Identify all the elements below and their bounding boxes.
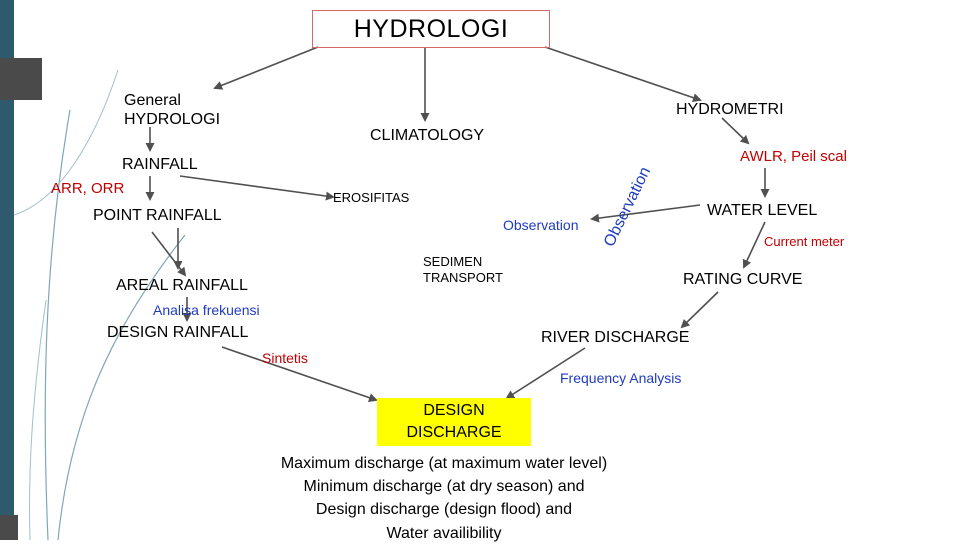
arrow-river-to-discharge: [505, 347, 586, 400]
node-design-discharge-line2: DISCHARGE: [406, 424, 502, 441]
node-point-rainfall: POINT RAINFALL: [93, 207, 222, 224]
corner-tab-top: [0, 58, 42, 100]
note-line-2: Minimum discharge (at dry season) and: [303, 478, 585, 496]
node-awlr: AWLR, Peil scal: [740, 148, 847, 165]
node-current-meter: Current meter: [764, 234, 845, 249]
arrow-waterlevel-to-rating: [742, 221, 766, 269]
node-river-discharge: RIVER DISCHARGE: [541, 329, 690, 346]
discharge-notes: Maximum discharge (at maximum water leve…: [246, 452, 642, 545]
node-rating-curve: RATING CURVE: [683, 271, 803, 288]
node-design-rainfall: DESIGN RAINFALL: [107, 324, 249, 341]
node-sedimen-line1: SEDIMEN: [423, 254, 483, 269]
node-arr-orr: ARR, ORR: [51, 180, 125, 197]
node-general-hydrologi-line2: HYDROLOGI: [124, 111, 221, 129]
node-design-discharge: DESIGN DISCHARGE: [377, 398, 531, 446]
arrow-title-to-general: [213, 46, 319, 90]
note-line-4: Water availibility: [386, 524, 502, 542]
corner-tab-bottom: [0, 515, 18, 540]
node-general-hydrologi-line1: General: [124, 92, 181, 109]
arrow-design-to-discharge: [221, 346, 378, 402]
node-water-level: WATER LEVEL: [707, 202, 818, 219]
arrow-title-to-hydrometri: [544, 46, 702, 102]
arrow-waterlevel-to-observation: [590, 204, 701, 223]
note-line-3: Design discharge (design flood) and: [315, 501, 573, 519]
left-accent-bar: [0, 0, 14, 540]
arrow-hydrometri-to-awlr: [721, 117, 750, 145]
node-rainfall: RAINFALL: [122, 156, 198, 173]
arrow-rainfall-to-erosifitas: [179, 175, 335, 201]
page-title: HYDROLOGI: [312, 10, 550, 48]
node-observation: Observation: [503, 217, 579, 233]
note-line-1: Maximum discharge (at maximum water leve…: [280, 455, 608, 472]
node-hydrometri: HYDROMETRI: [676, 101, 784, 118]
node-areal-rainfall: AREAL RAINFALL: [116, 277, 248, 294]
node-climatology: CLIMATOLOGY: [370, 127, 485, 144]
node-design-discharge-line1: DESIGN: [423, 401, 485, 419]
node-frequency-analysis: Frequency Analysis: [560, 370, 682, 386]
arrow-point-to-areal-curve: [151, 231, 187, 277]
node-sedimen-line2: TRANSPORT: [423, 269, 503, 285]
node-sedimen-transport: SEDIMEN TRANSPORT: [423, 254, 533, 285]
node-general-hydrologi: General HYDROLOGI: [124, 91, 244, 129]
node-analisa-frekuensi: Analisa frekuensi: [153, 302, 260, 318]
arrow-rating-to-river: [680, 291, 719, 329]
node-sintetis: Sintetis: [262, 350, 308, 366]
node-erosifitas: EROSIFITAS: [333, 190, 410, 205]
